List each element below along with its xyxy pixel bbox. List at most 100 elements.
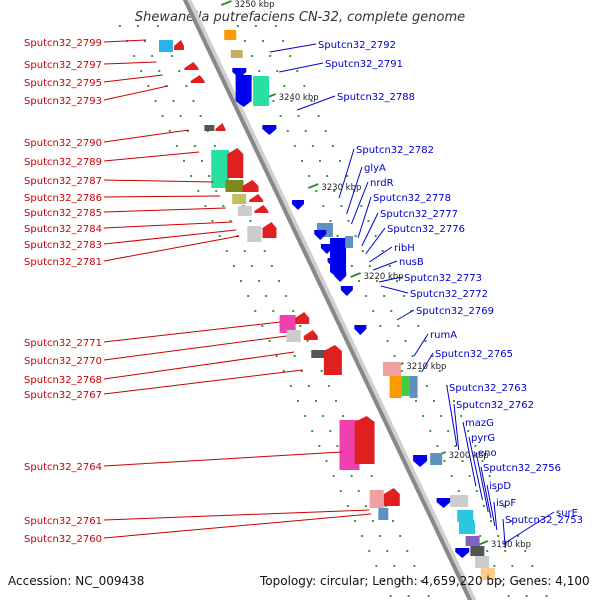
track-dot xyxy=(140,70,143,72)
track-dot xyxy=(293,145,296,147)
track-dot xyxy=(424,340,427,342)
left-gene-glyph xyxy=(354,416,375,464)
gene-arrowhead xyxy=(184,62,199,68)
left-callout-line xyxy=(103,229,237,245)
track-dot xyxy=(272,100,275,102)
gene-arrowhead xyxy=(249,194,264,200)
right-gene-glyph xyxy=(458,522,475,534)
right-gene-label: Sputcn32_2756 xyxy=(483,463,561,474)
track-dot xyxy=(274,25,277,27)
gene-body xyxy=(242,186,259,192)
track-dot xyxy=(400,580,403,582)
gene-block xyxy=(345,236,354,248)
track-dot xyxy=(265,295,268,297)
right-callout-line xyxy=(297,95,336,111)
gene-arrowhead xyxy=(292,204,304,210)
track-dot xyxy=(495,490,498,492)
track-dot xyxy=(372,520,374,522)
left-gene-glyph xyxy=(242,180,259,192)
track-dot xyxy=(497,535,500,537)
left-callout-line xyxy=(103,195,221,198)
left-gene-glyph xyxy=(159,40,173,52)
track-dot xyxy=(482,505,485,507)
right-gene-label: Sputcn32_2777 xyxy=(380,209,458,220)
track-dot xyxy=(178,70,181,72)
track-dot xyxy=(190,175,193,177)
track-dot xyxy=(413,565,416,567)
left-gene-label: Sputcn32_2790 xyxy=(24,138,102,149)
left-callout-line xyxy=(103,509,370,521)
left-gene-glyph xyxy=(232,194,247,204)
left-gene-label: Sputcn32_2781 xyxy=(24,257,102,268)
track-dot xyxy=(336,235,339,237)
right-callout-line xyxy=(361,212,379,247)
track-dot xyxy=(247,295,250,297)
track-dot xyxy=(204,205,207,207)
guide-track xyxy=(136,25,410,597)
right-gene-glyph xyxy=(389,376,402,398)
track-dot xyxy=(410,310,413,312)
track-dot xyxy=(258,70,261,72)
track-dot xyxy=(186,130,189,132)
right-gene-label: Sputcn32_2765 xyxy=(435,349,513,360)
track-dot xyxy=(383,295,386,297)
gene-block xyxy=(401,376,410,396)
track-dot xyxy=(327,385,330,387)
gene-block xyxy=(230,50,243,58)
track-dot xyxy=(250,265,253,267)
track-dot xyxy=(168,130,171,132)
track-dot xyxy=(474,445,477,447)
track-dot xyxy=(400,370,403,372)
right-gene-label: Sputcn32_2762 xyxy=(456,400,534,411)
left-gene-glyph xyxy=(225,180,244,192)
track-dot xyxy=(254,25,257,27)
left-gene-label: Sputcn32_2789 xyxy=(24,157,102,168)
track-dot xyxy=(368,550,371,552)
track-dot xyxy=(183,160,185,162)
track-dot xyxy=(354,520,356,522)
right-gene-glyph xyxy=(401,376,410,396)
track-dot xyxy=(417,325,420,327)
left-gene-glyph xyxy=(247,226,262,242)
track-dot xyxy=(453,400,455,402)
genome-backbone xyxy=(182,0,473,600)
right-callout-line xyxy=(380,285,409,294)
right-callout-line xyxy=(413,333,429,357)
track-dot xyxy=(490,520,492,522)
track-dot xyxy=(290,100,293,102)
right-gene-glyph xyxy=(314,230,327,240)
right-callout-line xyxy=(396,309,415,321)
track-dot xyxy=(479,535,482,537)
track-dot xyxy=(318,445,321,447)
gene-block xyxy=(470,546,485,556)
track-dot xyxy=(427,595,430,597)
gene-arrowhead xyxy=(235,101,252,107)
track-dot xyxy=(386,340,389,342)
right-callout-line xyxy=(503,511,555,545)
track-dot xyxy=(258,280,260,282)
track-dot xyxy=(422,415,425,417)
left-callout-line xyxy=(103,151,200,162)
track-dot xyxy=(306,340,309,342)
track-dot xyxy=(317,115,320,117)
track-dot xyxy=(436,445,439,447)
track-dot xyxy=(311,145,314,147)
gene-body xyxy=(295,318,310,324)
track-dot xyxy=(461,460,464,462)
right-gene-label: Sputcn32_2753 xyxy=(505,515,583,526)
track-dot xyxy=(415,400,417,402)
gene-block xyxy=(369,490,384,508)
right-gene-label: Sputcn32_2788 xyxy=(337,92,415,103)
track-dot xyxy=(240,280,242,282)
track-dot xyxy=(429,430,432,432)
left-gene-label: Sputcn32_2771 xyxy=(24,338,102,349)
right-gene-glyph xyxy=(413,455,428,467)
left-gene-glyph xyxy=(184,62,199,70)
right-gene-label: eno xyxy=(478,448,497,459)
left-gene-glyph xyxy=(295,312,310,324)
track-dot xyxy=(368,265,371,267)
track-dot xyxy=(299,325,302,327)
gene-block xyxy=(382,362,401,376)
track-dot xyxy=(404,340,407,342)
right-callout-line xyxy=(453,403,460,451)
